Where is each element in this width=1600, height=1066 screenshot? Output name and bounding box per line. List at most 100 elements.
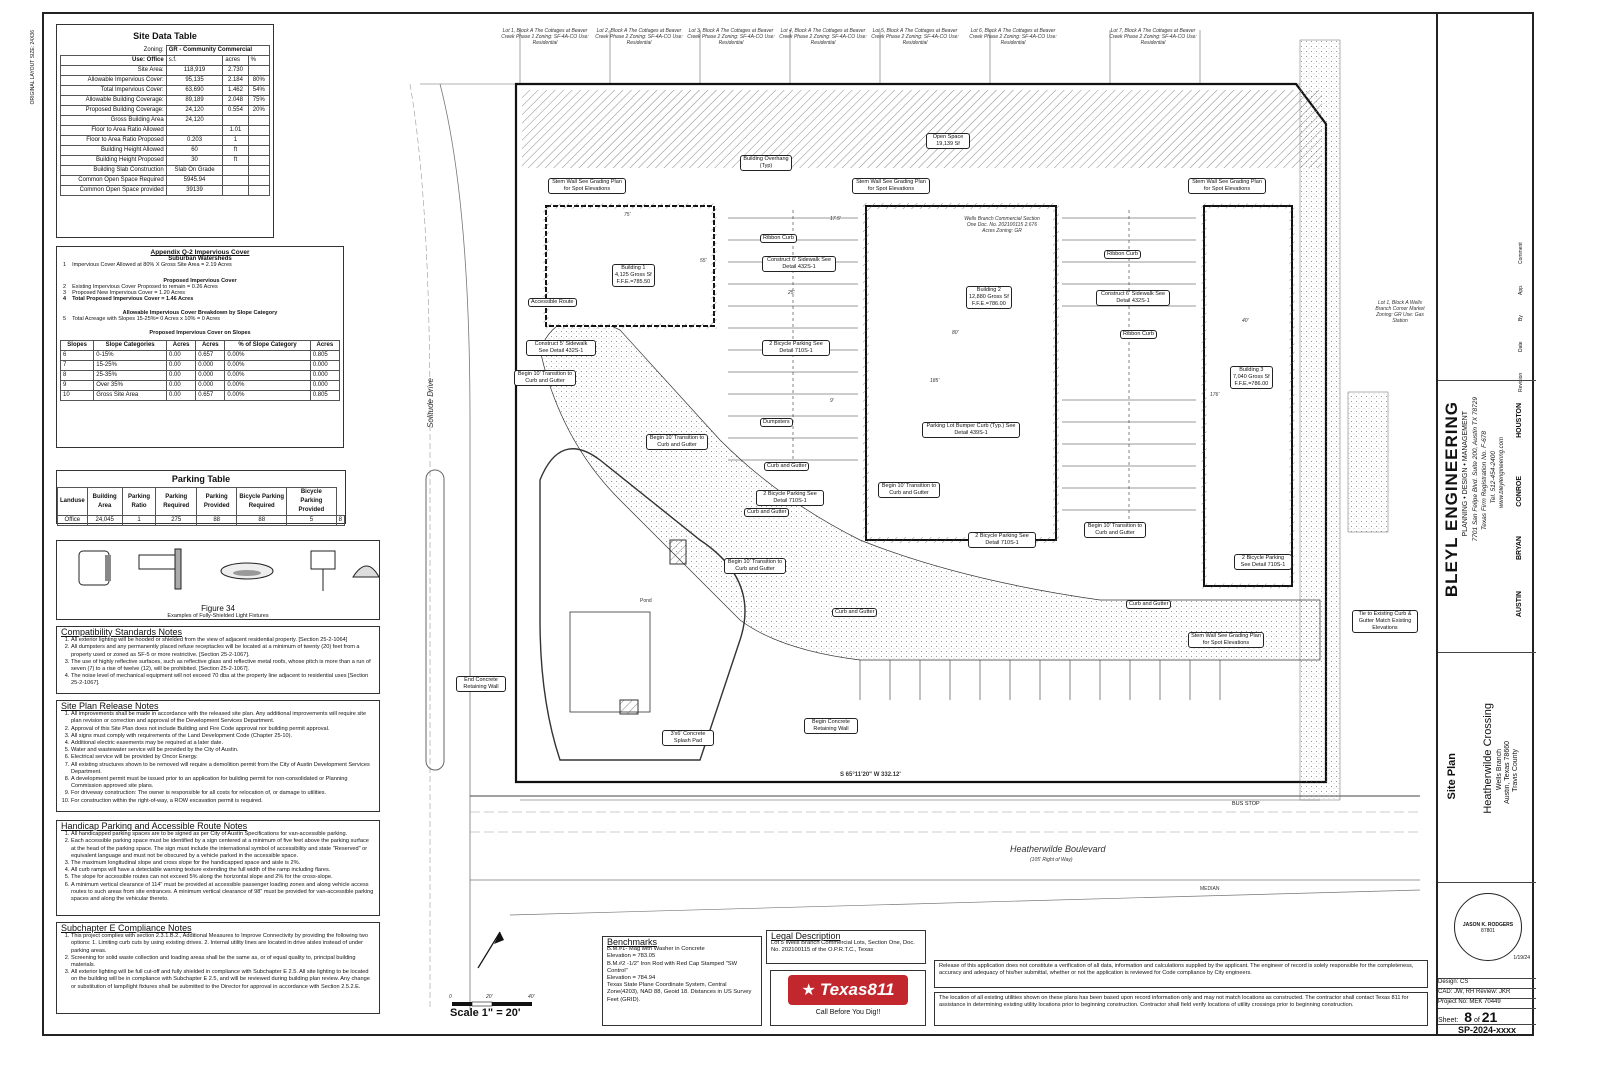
- benchmarks-title: Benchmarks: [607, 937, 658, 947]
- note-item: The slope for accessible routes can not …: [71, 874, 375, 881]
- site-row-sf: 39139: [165, 185, 224, 196]
- firm-sub: PLANNING • DESIGN • MANAGEMENT: [1462, 411, 1469, 537]
- scale-tick-20: 20': [486, 994, 493, 1000]
- title-block: Revision Date By App. Comment BLEYL ENGI…: [1436, 12, 1536, 1036]
- benchmark-line: Elevation = 783.05: [607, 953, 656, 960]
- note-item: All handicapped parking spaces are to be…: [71, 831, 375, 838]
- callout-sidewalk-1: Construct 6' Sidewalk See Detail 432S-1: [762, 256, 836, 272]
- site-row-label: Building Height Proposed: [60, 155, 167, 166]
- sheet-row: Sheet: 8 of 21: [1438, 1008, 1536, 1025]
- fixture-4-icon: [310, 550, 336, 591]
- sc1: Slope Categories: [93, 340, 167, 351]
- sheet-title: Site Plan: [1446, 753, 1458, 800]
- sheet-of: of: [1473, 1017, 1480, 1024]
- rev-col-comment: Comment: [1518, 242, 1524, 264]
- p2-text: Existing Impervious Cover Proposed to re…: [72, 284, 218, 290]
- note-item: Electrical service will be provided by O…: [71, 754, 375, 761]
- use-label: Use: Office: [60, 55, 167, 66]
- subchapter-list: This project complies with section 2.3.1…: [61, 933, 375, 991]
- parking-col: Building Area: [86, 487, 123, 516]
- scale-tick-0: 0: [449, 994, 452, 1000]
- release-notes: Site Plan Release Notes All improvements…: [56, 700, 380, 812]
- pond-label: Pond: [640, 598, 652, 604]
- site-row-sf: 0.203: [165, 135, 224, 146]
- compatibility-notes: Compatibility Standards Notes All exteri…: [56, 626, 380, 694]
- firm-block: BLEYL ENGINEERING PLANNING • DESIGN • MA…: [1438, 380, 1536, 651]
- texas811-logo: ★ Texas811: [788, 975, 908, 1005]
- subchapter-notes: Subchapter E Compliance Notes This proje…: [56, 922, 380, 1014]
- benchmarks-box: Benchmarks B.M.#1- Mag with Washer in Co…: [602, 936, 762, 1026]
- south-bearing: S 65°11'20" W 332.12': [840, 772, 901, 778]
- site-row-sf: 89,189: [165, 95, 224, 106]
- site-row-pct: 20%: [247, 105, 271, 116]
- figure-subcaption: Examples of Fully-Shielded Light Fixture…: [167, 613, 269, 619]
- layout-size-note: ORIGINAL LAYOUT SIZE: 24X36: [30, 30, 36, 105]
- callout-accessible-route: Accessible Route: [528, 298, 577, 307]
- sc4: % of Slope Category: [224, 340, 311, 351]
- slope-cell: 7: [59, 360, 95, 371]
- b3-name: Building 3: [1239, 367, 1264, 373]
- fixture-5-icon: [352, 565, 380, 578]
- callout-ribbon-curb-2: Ribbon Curb: [1104, 250, 1141, 259]
- site-row-sf: 24,120: [165, 115, 224, 126]
- project-block: Site Plan Heatherwilde Crossing Wells Br…: [1438, 652, 1536, 883]
- dim-17: 17.5': [830, 216, 841, 222]
- rev-col-date: Date: [1518, 341, 1524, 353]
- b2-name: Building 2: [976, 287, 1001, 293]
- site-row-sf: 118,919: [165, 65, 224, 76]
- drawing-sheet-border: [42, 12, 1534, 1036]
- star-icon: ★: [801, 982, 816, 999]
- sheet-total: 21: [1481, 1009, 1498, 1025]
- note-item: All exterior lighting will be full cut-o…: [71, 969, 375, 991]
- fixture-1-icon: [78, 550, 111, 586]
- firm-address: 7701 San Felipe Blvd. Suite 200, Austin …: [1472, 397, 1479, 542]
- note-item: A minimum vertical clearance of 114" mus…: [71, 882, 375, 904]
- site-row-sf: 95,135: [165, 75, 224, 86]
- site-row-label: Common Open Space Required: [60, 175, 167, 186]
- site-row-pct: [247, 145, 271, 156]
- site-row-sf: Slab On Grade: [165, 165, 224, 176]
- callout-transition-1: Begin 10' Transition to Curb and Gutter: [514, 370, 576, 386]
- figure-caption: Figure 34: [201, 604, 235, 613]
- dim-75: 75': [624, 212, 631, 218]
- subchapter-title: Subchapter E Compliance Notes: [61, 923, 192, 933]
- slope-cell: 0.00: [165, 350, 197, 361]
- seal-number: 87801: [1481, 928, 1495, 934]
- callout-curb-gutter-3: Curb and Gutter: [832, 608, 878, 617]
- parking-col: Landuse: [57, 487, 88, 516]
- sp-number: SP-2024-xxxx: [1438, 1024, 1536, 1037]
- dim-9: 9': [830, 398, 834, 404]
- note-item: A development permit must be issued prio…: [71, 776, 375, 790]
- site-row-acres: ft: [222, 145, 249, 156]
- scale-tick-40: 40': [528, 994, 535, 1000]
- release-list: All improvements shall be made in accord…: [61, 711, 375, 805]
- project-no-row: Project No: MEK 70449: [1438, 998, 1536, 1009]
- site-row-pct: [247, 175, 271, 186]
- parking-title: Parking Table: [171, 474, 231, 484]
- b1-name: Building 1: [621, 265, 646, 271]
- sc3: Acres: [195, 340, 226, 351]
- dim-176: 176': [1210, 392, 1220, 398]
- dim-185: 185': [930, 378, 940, 384]
- site-row-acres: 2.184: [222, 75, 249, 86]
- note-item: All existing structures shown to be remo…: [71, 762, 375, 776]
- site-row-sf: 60: [165, 145, 224, 156]
- building-1-label: Building 1 4,125 Gross Sf F.F.E.=785.50: [612, 264, 655, 287]
- callout-splash-pad: 3'x6' Concrete Splash Pad: [662, 730, 714, 746]
- callout-bicycle-4: 2 Bicycle Parking See Detail 710S-1: [1234, 554, 1292, 570]
- note-item: All curb ramps will have a detectable wa…: [71, 867, 375, 874]
- callout-stem-wall-2: Stem Wall See Grading Plan for Spot Elev…: [852, 178, 930, 194]
- project-line-2: Austin, Texas 78660: [1504, 741, 1511, 804]
- project-name: Heatherwilde Crossing: [1482, 703, 1494, 814]
- site-row-pct: [247, 135, 271, 146]
